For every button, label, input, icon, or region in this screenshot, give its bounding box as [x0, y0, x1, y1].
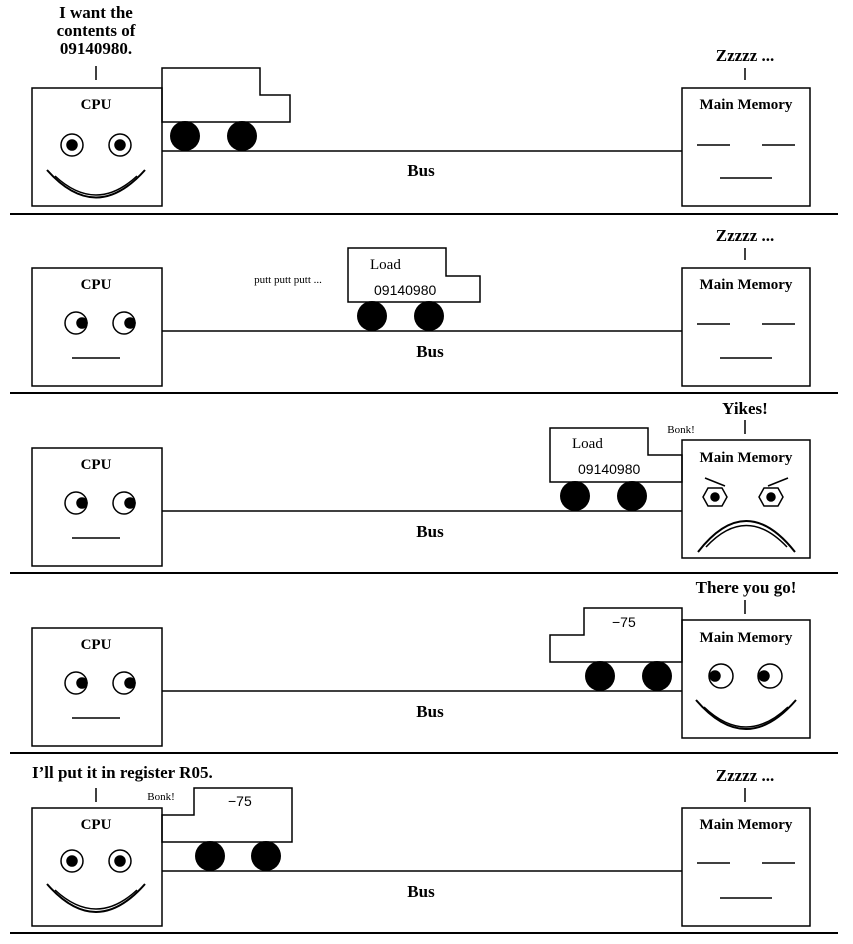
cpu-label: CPU — [81, 277, 112, 293]
truck-body — [347, 247, 481, 303]
truck-wheel — [560, 481, 590, 511]
panel-3: CPU Load 09140980 Bonk! Bus Yikes! Main … — [31, 399, 811, 567]
truck-body — [161, 787, 293, 843]
truck-wheel — [585, 661, 615, 691]
memory-face-sleeping — [697, 144, 795, 179]
memory-speech: Zzzzz ... — [716, 226, 775, 245]
memory-label: Main Memory — [700, 97, 793, 113]
truck: Load 09140980 — [347, 247, 481, 331]
memory-speech: Zzzzz ... — [716, 766, 775, 785]
cpu-speech: I want the contents of 09140980. — [57, 3, 136, 58]
cpu-box — [31, 627, 163, 747]
truck-label: Load — [572, 436, 603, 452]
cpu-speech-line: I want the — [59, 3, 133, 22]
bus-label: Bus — [407, 161, 435, 180]
bus-label: Bus — [416, 342, 444, 361]
memory-face-scared — [697, 477, 796, 553]
memory-box — [681, 439, 811, 559]
cpu-label: CPU — [81, 457, 112, 473]
truck-reversed: −75 — [549, 607, 683, 691]
cpu-speech: I’ll put it in register R05. — [32, 763, 213, 782]
memory-speech: There you go! — [696, 578, 797, 597]
truck-wheel — [357, 301, 387, 331]
cpu-face-looking — [64, 491, 136, 539]
cpu-label: CPU — [81, 637, 112, 653]
memory-face-happy — [695, 663, 797, 730]
truck-wheel — [251, 841, 281, 871]
truck-cargo: 09140980 — [578, 461, 641, 477]
truck-wheel — [414, 301, 444, 331]
truck-body — [161, 67, 291, 123]
cpu-speech-line: 09140980. — [60, 39, 132, 58]
panel-1: I want the contents of 09140980. CPU Bus… — [31, 3, 811, 207]
memory-label: Main Memory — [700, 450, 793, 466]
memory-box — [681, 267, 811, 387]
memory-box — [681, 807, 811, 927]
truck-wheel — [195, 841, 225, 871]
truck-wheel — [227, 121, 257, 151]
truck-reversed: −75 — [161, 787, 293, 871]
cpu-box — [31, 267, 163, 387]
cpu-label: CPU — [81, 817, 112, 833]
memory-label: Main Memory — [700, 277, 793, 293]
memory-speech: Yikes! — [722, 399, 768, 418]
memory-speech: Zzzzz ... — [716, 46, 775, 65]
cpu-face-looking — [64, 311, 136, 359]
truck-wheel — [617, 481, 647, 511]
cpu-speech-line: contents of — [57, 21, 136, 40]
panel-4: CPU −75 Bus There you go! Main Memory — [31, 578, 811, 747]
cpu-label: CPU — [81, 97, 112, 113]
cpu-box — [31, 447, 163, 567]
truck-label: Load — [370, 257, 401, 273]
truck-sound: putt putt putt ... — [254, 274, 322, 286]
memory-label: Main Memory — [700, 817, 793, 833]
cpu-face-looking — [64, 671, 136, 719]
bus-label: Bus — [416, 702, 444, 721]
truck-sound: Bonk! — [147, 791, 175, 803]
truck-cargo: −75 — [228, 793, 252, 809]
truck-sound: Bonk! — [667, 424, 695, 436]
memory-face-sleeping — [697, 323, 795, 359]
truck-cargo: −75 — [612, 614, 636, 630]
memory-face-sleeping — [697, 862, 795, 899]
panel-2: CPU putt putt putt ... Load 09140980 Bus… — [31, 226, 811, 387]
truck: Load 09140980 — [549, 427, 683, 511]
panel-5: I’ll put it in register R05. CPU Bonk! −… — [31, 763, 811, 927]
truck-body — [549, 607, 683, 663]
cpu-box — [31, 87, 163, 207]
cpu-face-happy — [46, 849, 146, 913]
truck — [161, 67, 291, 151]
truck-wheel — [170, 121, 200, 151]
bus-label: Bus — [407, 882, 435, 901]
memory-label: Main Memory — [700, 630, 793, 646]
bus-label: Bus — [416, 522, 444, 541]
cpu-face-happy — [46, 133, 146, 199]
truck-cargo: 09140980 — [374, 282, 437, 298]
cpu-box — [31, 807, 163, 927]
memory-box — [681, 619, 811, 739]
memory-box — [681, 87, 811, 207]
truck-wheel — [642, 661, 672, 691]
